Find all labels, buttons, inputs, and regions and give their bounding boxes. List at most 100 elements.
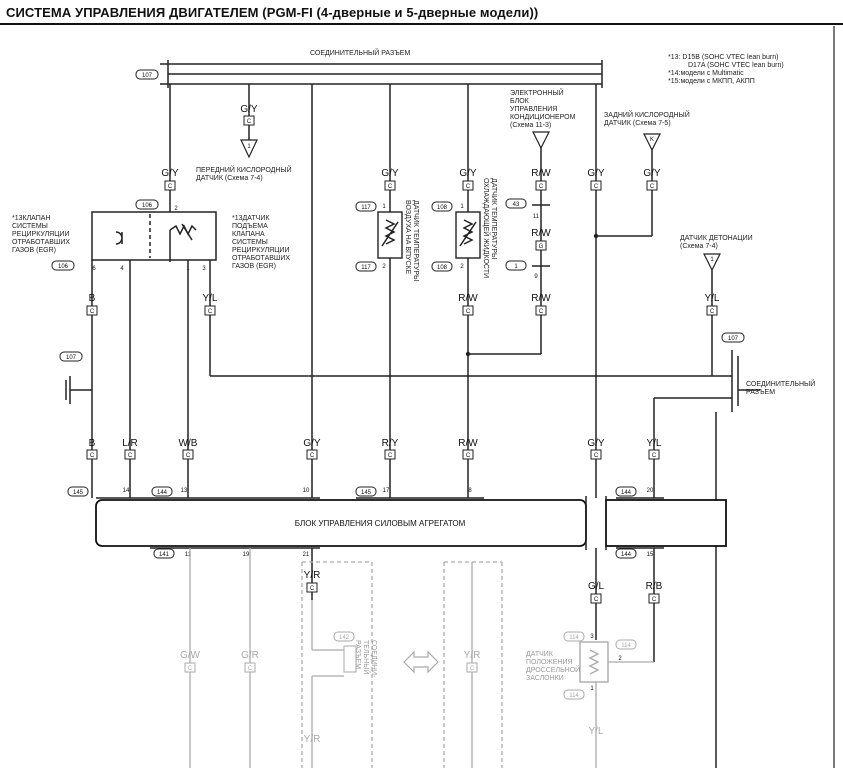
connector-code: 144	[621, 552, 632, 558]
note-1: *13: D15B (SOHC VTEC lean burn)	[668, 54, 779, 61]
c-mark: G	[539, 244, 544, 250]
c-mark: C	[168, 184, 173, 190]
c-mark: C	[186, 453, 191, 459]
knock-label: (Схема 7-4)	[680, 243, 718, 250]
c-mark: C	[90, 309, 95, 315]
knock-label: ДАТЧИК ДЕТОНАЦИИ	[680, 235, 753, 242]
wire-color: R/W	[458, 438, 478, 449]
pin: 9	[534, 274, 538, 280]
pin: 2	[382, 264, 386, 270]
connector-code: 141	[159, 552, 170, 558]
wire-color: G/Y	[587, 438, 605, 449]
pin: 1	[710, 257, 714, 263]
wire-color: G/Y	[303, 438, 321, 449]
c-mark: C	[594, 453, 599, 459]
pin: 1	[247, 144, 251, 150]
connector-code: 1	[514, 264, 518, 270]
title-bar: СИСТЕМА УПРАВЛЕНИЯ ДВИГАТЕЛЕМ (PGM-FI (4…	[0, 0, 843, 26]
c-mark: C	[652, 597, 657, 603]
ecu-input-labels: B C L/R C W/B C G/Y C R/Y C R/W C G/Y C …	[86, 84, 662, 498]
wire-color: W/B	[179, 438, 198, 449]
wire-color: R/W	[531, 228, 551, 239]
connector-code: 107	[728, 336, 739, 342]
c-mark: C	[310, 586, 315, 592]
connector-code: 114	[569, 693, 579, 699]
egr-valve-label: *13КЛАПАН	[12, 215, 51, 222]
c-mark: C	[466, 309, 471, 315]
wire-color: G/W	[180, 650, 201, 661]
pin: 15	[647, 552, 654, 558]
wire-color: L/R	[122, 438, 138, 449]
ac-label: (Схема 11-3)	[510, 122, 551, 129]
iat-label: ВОЗДУХА НА ВПУСКЕ	[404, 200, 411, 275]
pin: 4	[120, 266, 124, 272]
connector-code: 107	[142, 73, 153, 79]
wire-color: R/Y	[382, 438, 399, 449]
tps-sensor: G/L C R/B C 114 3 114 2 1 114 Y/L ДАТЧИК…	[526, 548, 663, 768]
tps-label: ЗАСЛОНКИ	[526, 675, 564, 682]
egr-valve-label: ОТРАБОТАВШИХ	[12, 239, 70, 246]
connector-code: 142	[339, 635, 350, 641]
wire-color: B	[89, 293, 96, 304]
wire-color: G/Y	[643, 168, 661, 179]
egr-output-wires: B C Y/L C	[86, 260, 732, 498]
c-mark: C	[594, 184, 599, 190]
ac-unit: ЭЛЕКТРОННЫЙ БЛОК УПРАВЛЕНИЯ КОНДИЦИОНЕРО…	[468, 88, 576, 355]
connector-code: 106	[58, 264, 69, 270]
rear-o2-label: ДАТЧИК (Схема 7-5)	[604, 120, 671, 127]
ac-label: КОНДИЦИОНЕРОМ	[510, 114, 576, 121]
c-mark: C	[539, 184, 544, 190]
note-3: *14:модели с Multimatic	[668, 70, 744, 77]
connector-code: 117	[361, 265, 371, 271]
c-mark: C	[90, 453, 95, 459]
rear-o2-label: ЗАДНИЙ КИСЛОРОДНЫЙ	[604, 110, 690, 119]
bottom-connector-label: СОЕДИНИ-	[370, 640, 377, 678]
connector-code: 117	[361, 205, 371, 211]
right-connector-107: 107 СОЕДИНИТЕЛЬНЫЙ РАЗЪЕМ	[653, 332, 815, 768]
ac-label: УПРАВЛЕНИЯ	[510, 106, 557, 113]
pin: 3	[202, 266, 206, 272]
pin: K	[650, 137, 654, 143]
wire-color: Y/L	[588, 726, 603, 737]
wire-color: R/W	[531, 168, 551, 179]
egr-valve-label: ГАЗОВ (EGR)	[12, 247, 56, 254]
pin: 3	[590, 634, 594, 640]
egr-feed: G/Y C 106 2	[135, 84, 179, 212]
connector-code: 145	[361, 490, 372, 496]
left-connector-107: 107	[59, 351, 92, 404]
connector-code: 144	[621, 490, 632, 496]
pin: 20	[647, 488, 654, 494]
wire-color: R/W	[531, 293, 551, 304]
tps-label: ДРОССЕЛЬНОЙ	[526, 665, 580, 674]
wire-color: B	[89, 438, 96, 449]
c-mark: C	[247, 119, 252, 125]
c-mark: C	[594, 597, 599, 603]
pin: 11	[185, 552, 192, 558]
pin: 2	[618, 656, 622, 662]
ecu-block: БЛОК УПРАВЛЕНИЯ СИЛОВЫМ АГРЕГАТОМ 145 14…	[67, 486, 727, 559]
ac-label: БЛОК	[510, 98, 530, 105]
note-4: *15:модели с МКПП, АКПП	[668, 78, 755, 85]
top-connector-bus: 107 СОЕДИНИТЕЛЬНЫЙ РАЗЪЕМ	[135, 48, 603, 88]
wire-color: R/W	[458, 293, 478, 304]
wire-color: G/R	[241, 650, 259, 661]
wire-color: R/B	[646, 581, 663, 592]
wire-color: Y/L	[646, 438, 661, 449]
wire-color: Y/L	[202, 293, 217, 304]
pin: 2	[174, 206, 178, 212]
connector-code: 43	[513, 202, 520, 208]
pin: 2	[460, 264, 464, 270]
c-mark: C	[652, 453, 657, 459]
c-mark: C	[466, 184, 471, 190]
wire-color: G/L	[588, 581, 605, 592]
egr-valve-label: РЕЦИРКУЛЯЦИИ	[12, 231, 69, 238]
wire-color: G/Y	[587, 168, 605, 179]
c-mark: C	[248, 666, 253, 672]
c-mark: C	[188, 666, 193, 672]
tps-label: ДАТЧИК	[526, 651, 554, 658]
right-connector-label: СОЕДИНИТЕЛЬНЫЙ	[746, 379, 815, 388]
footnotes: *13: D15B (SOHC VTEC lean burn) D17A (SO…	[668, 54, 784, 85]
note-2: D17A (SOHC VTEC lean burn)	[688, 62, 784, 69]
lower-wires: G/W C G/R C Y/R C 142 Y/R СОЕДИНИ- ТЕЛЬН…	[180, 548, 503, 768]
c-mark: C	[208, 309, 213, 315]
